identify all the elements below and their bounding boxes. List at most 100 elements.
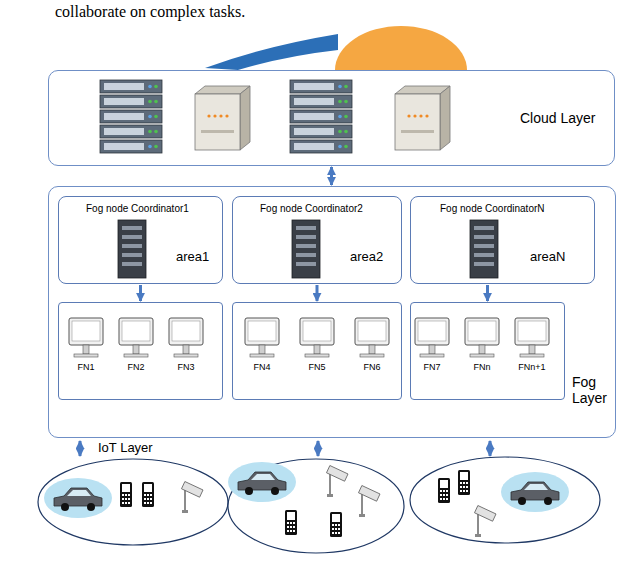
car-icon xyxy=(228,462,296,502)
fog-node-label: FN5 xyxy=(308,362,325,372)
monitor-frame xyxy=(169,318,203,345)
phone-screen xyxy=(440,480,448,488)
signal-cloud xyxy=(44,478,112,518)
phone-body xyxy=(285,510,297,535)
server-panel xyxy=(294,113,334,120)
camera-body xyxy=(181,482,203,498)
phone-key xyxy=(463,482,465,484)
phone-key xyxy=(125,498,127,500)
phone-key xyxy=(125,494,127,496)
phone-key xyxy=(147,498,149,500)
server-led xyxy=(154,115,158,119)
double-arrow xyxy=(489,441,492,456)
monitor-frame xyxy=(415,318,449,345)
car-wheel xyxy=(245,487,253,495)
camera-pole xyxy=(477,514,479,536)
car-wheel xyxy=(61,503,69,511)
server-led xyxy=(148,145,152,149)
server-panel xyxy=(104,98,144,105)
decor-swoosh xyxy=(205,34,338,70)
phone-icon xyxy=(438,478,450,503)
phone-key xyxy=(332,524,334,526)
phone-key xyxy=(338,532,340,534)
server-panel xyxy=(294,128,334,135)
area-label: area1 xyxy=(176,250,209,265)
server-led xyxy=(154,145,158,149)
camera-pole xyxy=(329,474,331,496)
camera-base xyxy=(182,510,188,513)
iot-area xyxy=(228,459,404,553)
server-unit xyxy=(290,110,352,123)
server-bay xyxy=(296,262,316,266)
monitor-base xyxy=(520,354,544,357)
server-unit xyxy=(290,140,352,153)
monitor-base xyxy=(74,354,98,357)
phone-key xyxy=(287,522,289,524)
server-led xyxy=(344,145,348,149)
coordinator-box: Fog node Coordinator1area1 xyxy=(58,196,223,284)
layer-title: Fog Layer xyxy=(572,374,612,406)
decor-disc xyxy=(335,26,467,70)
phone-key xyxy=(147,502,149,504)
car-wheel xyxy=(271,487,279,495)
phone-body xyxy=(438,478,450,503)
server-body xyxy=(470,220,498,278)
monitor-stand xyxy=(133,345,139,354)
server-unit xyxy=(290,80,352,93)
rack-server xyxy=(100,80,162,153)
server-led xyxy=(344,100,348,104)
server-panel xyxy=(294,143,334,150)
server-bay xyxy=(474,253,494,257)
car-body xyxy=(54,488,102,506)
phone-key xyxy=(287,530,289,532)
server-bay xyxy=(122,226,142,230)
connector-arrow xyxy=(330,167,333,185)
phone-key xyxy=(463,486,465,488)
monitor-frame xyxy=(119,318,153,345)
camera-pole xyxy=(361,494,363,516)
monitor-frame xyxy=(355,318,389,345)
phone-key xyxy=(287,526,289,528)
tower-led xyxy=(407,114,410,117)
server-bay xyxy=(474,226,494,230)
phone-icon xyxy=(142,482,154,507)
camera-body xyxy=(474,506,496,522)
area-label: area2 xyxy=(350,250,383,265)
phone-key xyxy=(443,490,445,492)
monitor-frame xyxy=(515,318,549,345)
server-led xyxy=(344,115,348,119)
tower-side xyxy=(240,86,250,150)
connector-arrow xyxy=(486,285,489,301)
tower-led xyxy=(425,114,428,117)
phone-body xyxy=(458,470,470,495)
coordinator-title: Fog node CoordinatorN xyxy=(440,203,545,215)
server-bay xyxy=(296,226,316,230)
phone-key xyxy=(150,494,152,496)
phone-key xyxy=(128,498,130,500)
server-led xyxy=(344,130,348,134)
phone-key xyxy=(332,528,334,530)
phone-key xyxy=(128,502,130,504)
phone-key xyxy=(290,530,292,532)
computer-icon xyxy=(515,318,549,357)
tower-led xyxy=(225,114,228,117)
tower-front xyxy=(195,94,240,150)
phone-body xyxy=(330,512,342,537)
monitor-screen xyxy=(122,321,150,341)
phone-key xyxy=(466,482,468,484)
fog-node-group: FN4FN5FN6 xyxy=(232,302,402,400)
server-bay xyxy=(296,244,316,248)
computer-icon xyxy=(169,318,203,357)
fog-node-label: FN3 xyxy=(177,362,194,372)
phone-key xyxy=(144,494,146,496)
server-bay xyxy=(474,235,494,239)
server-led xyxy=(344,85,348,89)
monitor-stand xyxy=(259,345,265,354)
tower-led xyxy=(207,114,210,117)
tower-server xyxy=(195,86,250,150)
monitor-screen xyxy=(172,321,200,341)
phone-icon xyxy=(330,512,342,537)
phone-key xyxy=(443,498,445,500)
fog-node-label: FNn+1 xyxy=(518,362,545,372)
